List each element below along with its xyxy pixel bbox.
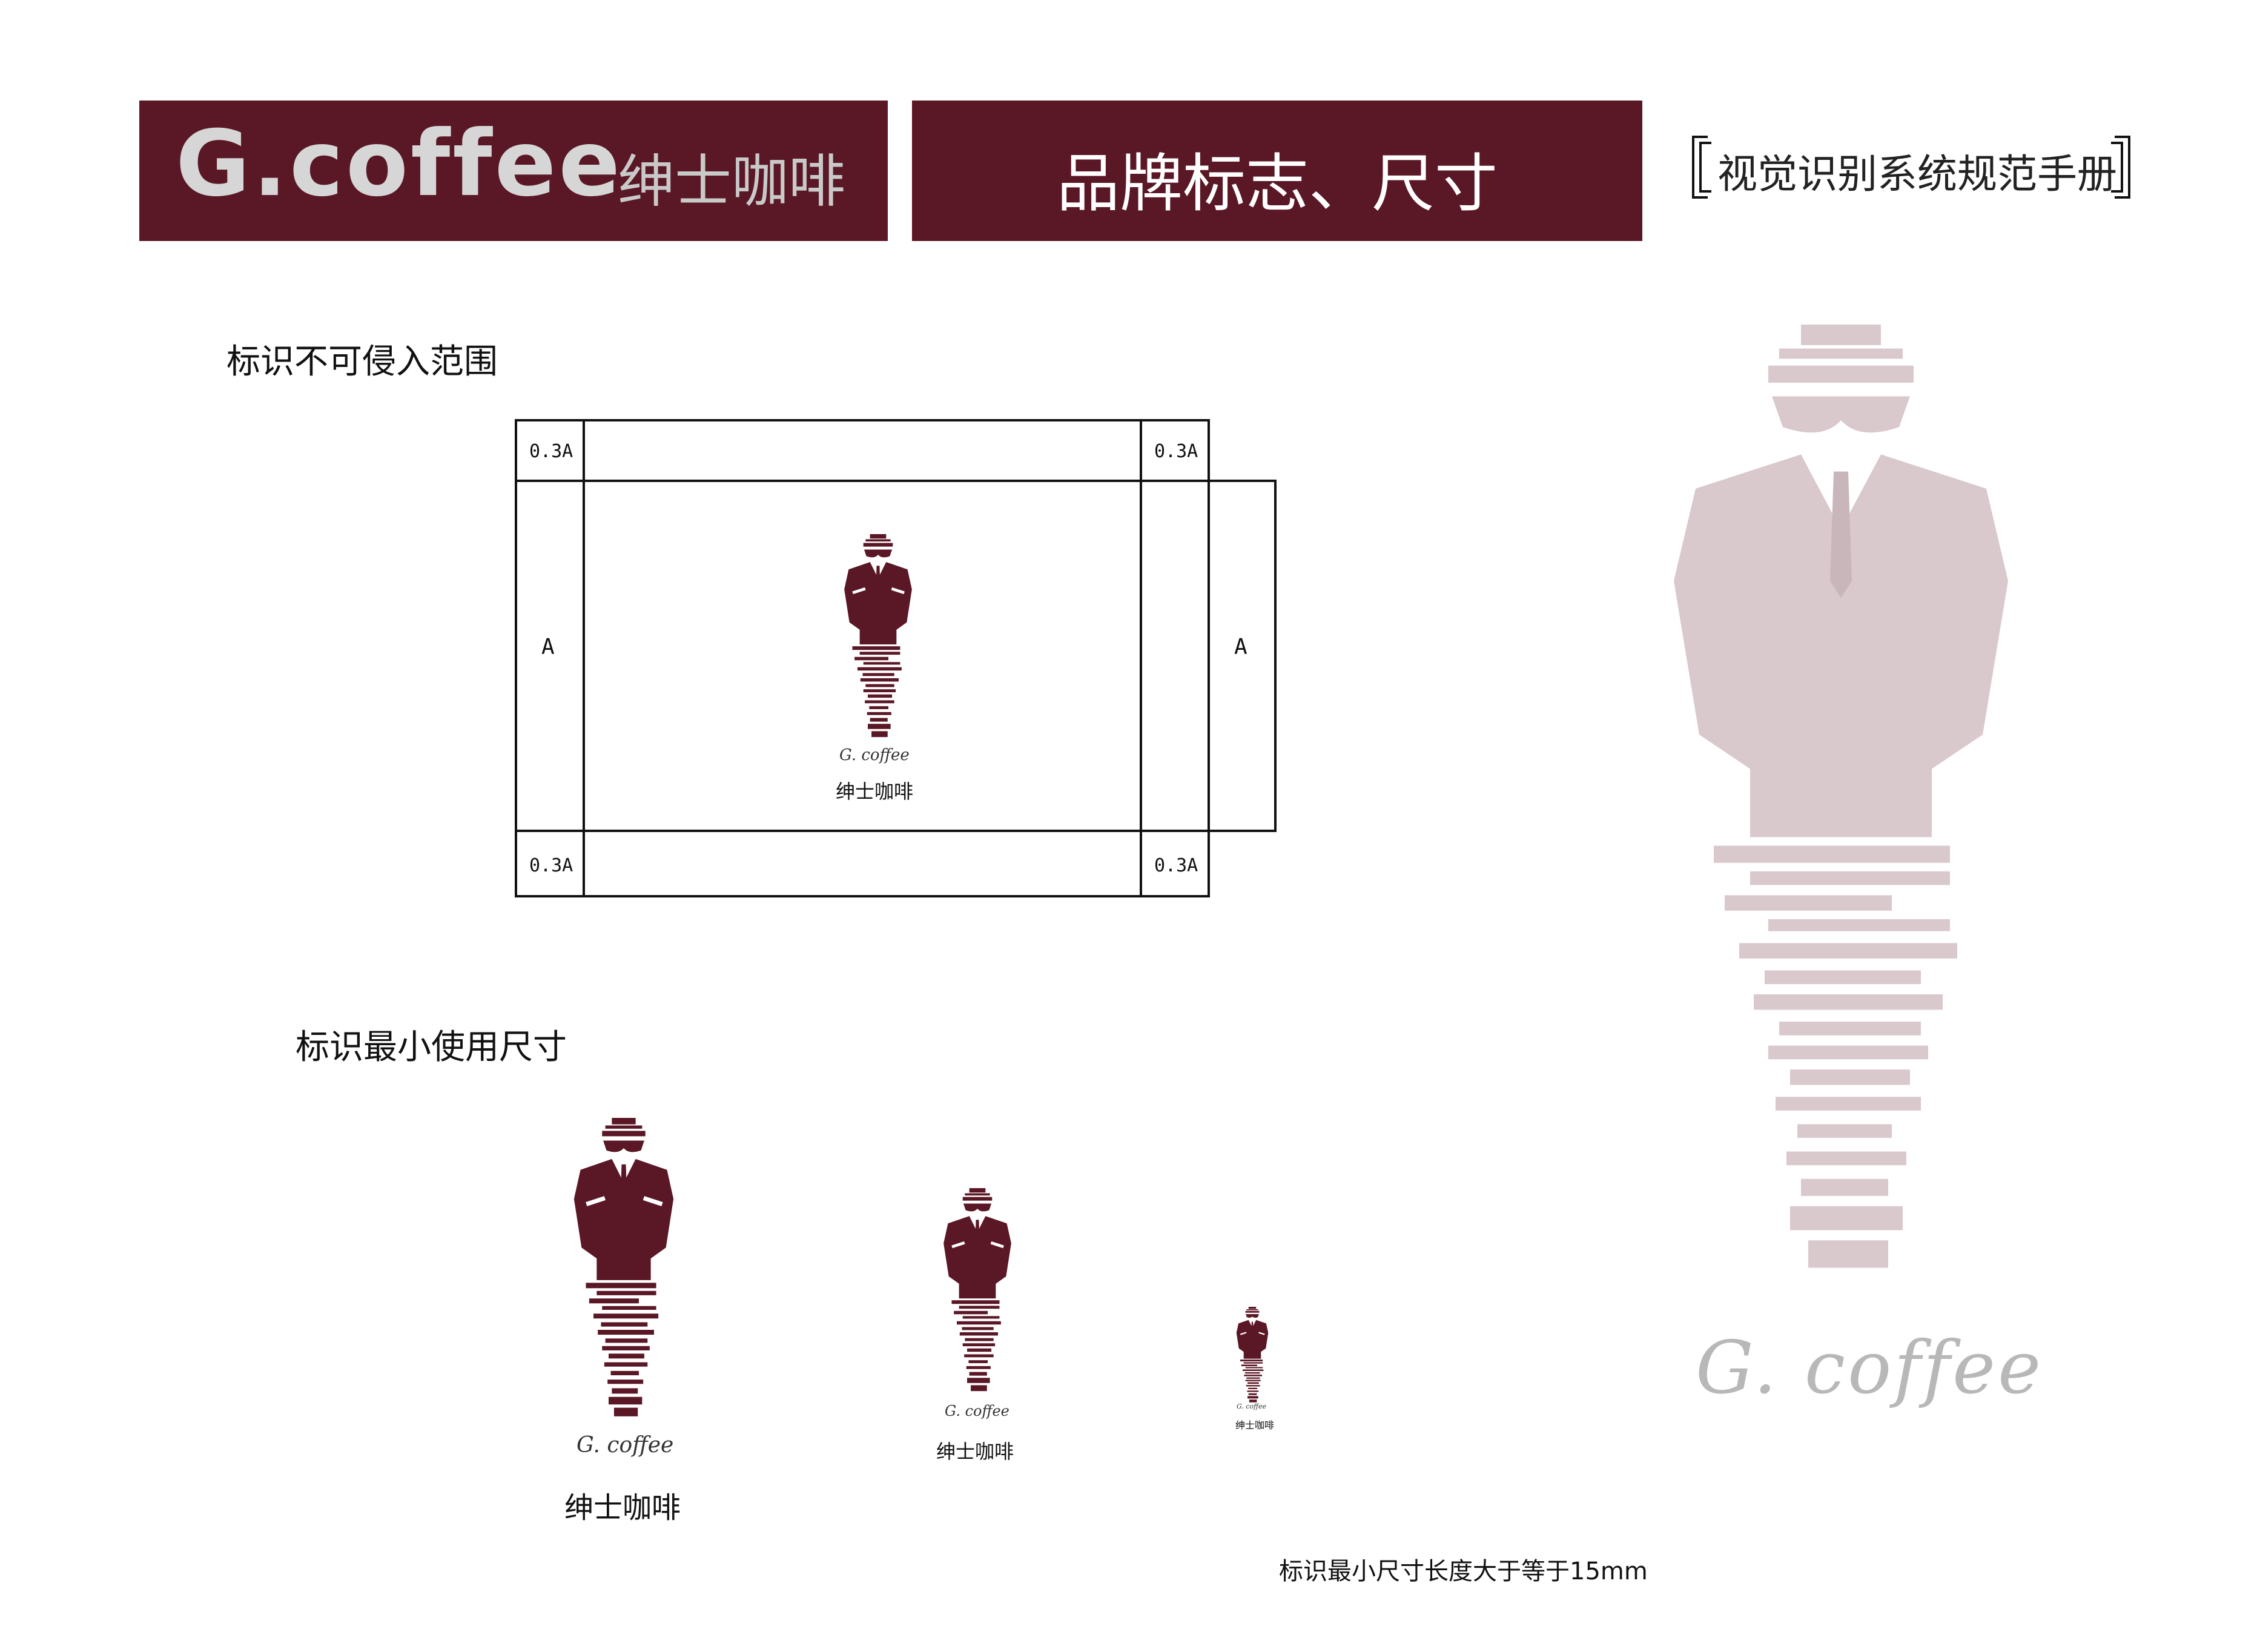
logo-wordmark: G. coffee xyxy=(839,746,910,764)
section-title-min-size: 标识最小使用尺寸 xyxy=(296,1028,567,1067)
watermark-wordmark: G. coffee xyxy=(1696,1326,2044,1410)
bracket-frame-icon xyxy=(1692,136,2130,199)
bottom-margin-band xyxy=(515,830,1210,897)
min-size-note: 标识最小尺寸长度大于等于15mm xyxy=(1279,1558,1648,1585)
label-corner-tr: 0.3A xyxy=(1154,441,1198,462)
clear-space-diagram: 0.3A 0.3A 0.3A 0.3A A A G. coffee 绅士咖啡 xyxy=(515,419,1277,897)
header-brand-bar: G.coffee 绅士咖啡 xyxy=(139,101,888,241)
label-side-left: A xyxy=(541,635,555,659)
corner-box-bottom-right xyxy=(1140,830,1210,897)
top-margin-band xyxy=(515,419,1210,482)
label-corner-bl: 0.3A xyxy=(529,855,573,876)
corner-box-bottom-left xyxy=(515,830,585,897)
logo-name-cn: 绅士咖啡 xyxy=(836,780,914,803)
gentleman-logo-icon xyxy=(836,534,920,740)
gentleman-logo-large-icon xyxy=(563,1118,684,1421)
section-title-clear-space: 标识不可侵入范围 xyxy=(226,342,498,382)
manual-title-block: 视觉识别系统规范手册 xyxy=(1687,134,2135,200)
gentleman-logo-medium-icon xyxy=(936,1188,1019,1394)
logo-small-wordmark: G. coffee xyxy=(1237,1403,1266,1410)
manual-title: 视觉识别系统规范手册 xyxy=(1717,151,2117,197)
logo-medium-name-cn: 绅士咖啡 xyxy=(936,1440,1014,1463)
logo-large-wordmark: G. coffee xyxy=(577,1433,674,1458)
label-side-right: A xyxy=(1234,635,1247,659)
page-title: 品牌标志、尺寸 xyxy=(1056,147,1498,220)
brand-name-cn: 绅士咖啡 xyxy=(618,149,846,215)
logo-large-name-cn: 绅士咖啡 xyxy=(564,1491,681,1525)
label-corner-br: 0.3A xyxy=(1154,855,1198,876)
gentleman-watermark-icon xyxy=(1659,325,2023,1281)
gentleman-logo-small-icon xyxy=(1233,1307,1272,1404)
brand-logo-wordmark: G.coffee xyxy=(176,111,623,217)
logo-small-name-cn: 绅士咖啡 xyxy=(1235,1419,1275,1431)
header-title-bar: 品牌标志、尺寸 xyxy=(912,101,1642,241)
label-corner-tl: 0.3A xyxy=(529,441,573,462)
logo-medium-wordmark: G. coffee xyxy=(945,1403,1009,1419)
right-side-box xyxy=(1140,480,1210,832)
